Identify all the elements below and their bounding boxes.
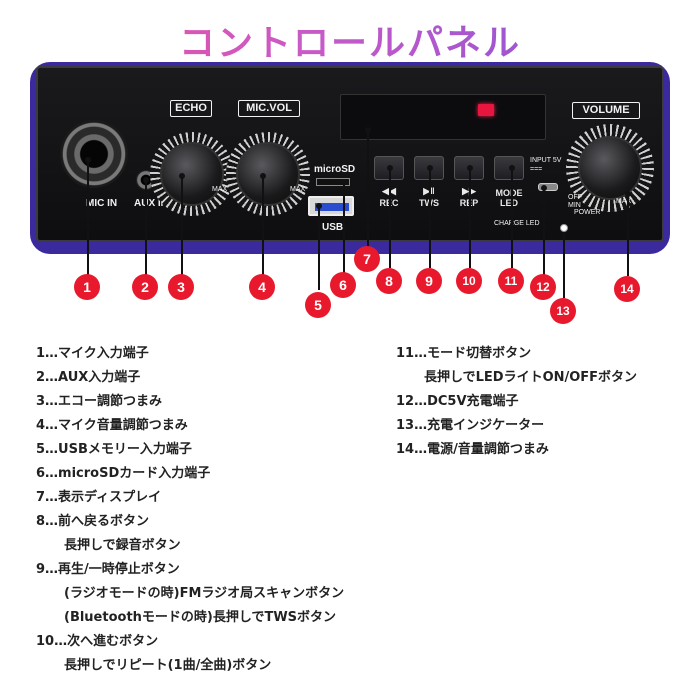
callout-number-9: 9 — [416, 268, 442, 294]
callout-line-7 — [367, 130, 369, 248]
callout-dot-8 — [387, 165, 393, 171]
legend-item: 2…AUX入力端子 — [36, 370, 141, 385]
callout-dot-6 — [341, 179, 347, 185]
input-5v-label: INPUT 5V === — [530, 157, 562, 173]
callout-dot-9 — [427, 165, 433, 171]
callout-number-6: 6 — [330, 272, 356, 298]
display-indicator — [478, 104, 494, 116]
legend-item-detail: 長押しでリピート(1曲/全曲)ボタン — [64, 658, 272, 673]
callout-line-12 — [543, 188, 545, 276]
callout-dot-3 — [179, 173, 185, 179]
usb-port[interactable] — [308, 196, 354, 216]
callout-number-4: 4 — [249, 274, 275, 300]
callout-dot-5 — [316, 203, 322, 209]
mic-in-jack[interactable] — [60, 120, 128, 188]
callout-number-10: 10 — [456, 268, 482, 294]
legend-right: 11…モード切替ボタン 長押しでLEDライトON/OFFボタン 12…DC5V充… — [396, 342, 686, 462]
callout-number-14: 14 — [614, 276, 640, 302]
callout-line-5 — [318, 206, 320, 290]
callout-line-6 — [343, 182, 345, 276]
microsd-slot[interactable] — [316, 178, 350, 186]
legend-item-detail: (ラジオモードの時)FMラジオ局スキャンボタン — [64, 586, 345, 601]
callout-number-1: 1 — [74, 274, 100, 300]
echo-max-label: MAX — [212, 186, 228, 193]
mode-led-button-label: MODE LED — [495, 188, 523, 208]
legend-item: 12…DC5V充電端子 — [396, 394, 519, 409]
callout-line-13 — [563, 232, 565, 298]
callout-line-3 — [181, 176, 183, 276]
echo-label: ECHO — [170, 100, 212, 117]
legend-item-detail: (Bluetoothモードの時)長押しでTWSボタン — [64, 610, 337, 625]
usb-label: USB — [322, 222, 344, 233]
callout-line-14 — [627, 194, 629, 276]
callout-dot-4 — [260, 173, 266, 179]
power-label: POWER — [574, 209, 601, 216]
callout-line-1 — [87, 160, 89, 276]
callout-number-13: 13 — [550, 298, 576, 324]
callout-dot-2 — [143, 177, 149, 183]
volume-label: VOLUME — [572, 102, 640, 119]
callout-number-3: 3 — [168, 274, 194, 300]
mic-in-label: MIC IN — [86, 198, 118, 209]
echo-knob[interactable] — [160, 142, 224, 206]
usb-port-tongue — [315, 203, 349, 211]
dc5v-port[interactable] — [538, 183, 558, 191]
callout-dot-1 — [85, 157, 91, 163]
callout-number-2: 2 — [132, 274, 158, 300]
callout-number-5: 5 — [305, 292, 331, 318]
microsd-label: microSD — [314, 164, 356, 175]
mic-vol-knob[interactable] — [236, 142, 300, 206]
legend-item: 3…エコー調節つまみ — [36, 394, 163, 409]
legend-item: 13…充電インジケーター — [396, 418, 545, 433]
callout-dot-12 — [541, 185, 547, 191]
callout-dot-14 — [625, 191, 631, 197]
callout-line-4 — [262, 176, 264, 276]
legend-item: 6…microSDカード入力端子 — [36, 466, 211, 481]
callout-number-7: 7 — [354, 246, 380, 272]
callout-line-11 — [511, 168, 513, 268]
legend-left: 1…マイク入力端子 2…AUX入力端子 3…エコー調節つまみ 4…マイク音量調節… — [36, 342, 396, 678]
volume-knob[interactable] — [578, 136, 642, 200]
legend-item: 10…次へ進むボタン — [36, 634, 159, 649]
rec-button-label: REC — [367, 198, 411, 208]
legend-item: 9…再生/一時停止ボタン — [36, 562, 180, 577]
legend-item: 7…表示ディスプレイ — [36, 490, 162, 505]
legend-item: 4…マイク音量調節つまみ — [36, 418, 188, 433]
volume-max-label: MAX — [616, 198, 632, 205]
aux-in-label: AUX IN — [134, 198, 168, 209]
callout-dot-10 — [467, 165, 473, 171]
callout-line-8 — [389, 168, 391, 268]
callout-line-10 — [469, 168, 471, 268]
callout-line-2 — [145, 180, 147, 276]
callout-number-12: 12 — [530, 274, 556, 300]
legend-item-detail: 長押しで録音ボタン — [64, 538, 181, 553]
legend-item: 8…前へ戻るボタン — [36, 514, 150, 529]
charge-led-label: CHARGE LED — [494, 220, 540, 227]
callout-dot-11 — [509, 165, 515, 171]
charge-led — [560, 224, 568, 232]
led-display — [340, 94, 546, 140]
legend-item: 1…マイク入力端子 — [36, 346, 149, 361]
legend-item: 14…電源/音量調節つまみ — [396, 442, 549, 457]
mic-vol-label: MIC.VOL — [238, 100, 300, 117]
legend-item: 11…モード切替ボタン — [396, 346, 532, 361]
off-min-label: OFF MIN — [568, 194, 582, 209]
legend-item: 5…USBメモリー入力端子 — [36, 442, 192, 457]
page-title: コントロールパネル — [0, 14, 700, 66]
rep-button-label: REP — [447, 198, 491, 208]
callout-dot-7 — [365, 127, 371, 133]
callout-line-9 — [429, 168, 431, 268]
mic-vol-max-label: MAX — [290, 186, 306, 193]
legend-item-detail: 長押しでLEDライトON/OFFボタン — [424, 370, 638, 385]
callout-number-11: 11 — [498, 268, 524, 294]
callout-number-8: 8 — [376, 268, 402, 294]
